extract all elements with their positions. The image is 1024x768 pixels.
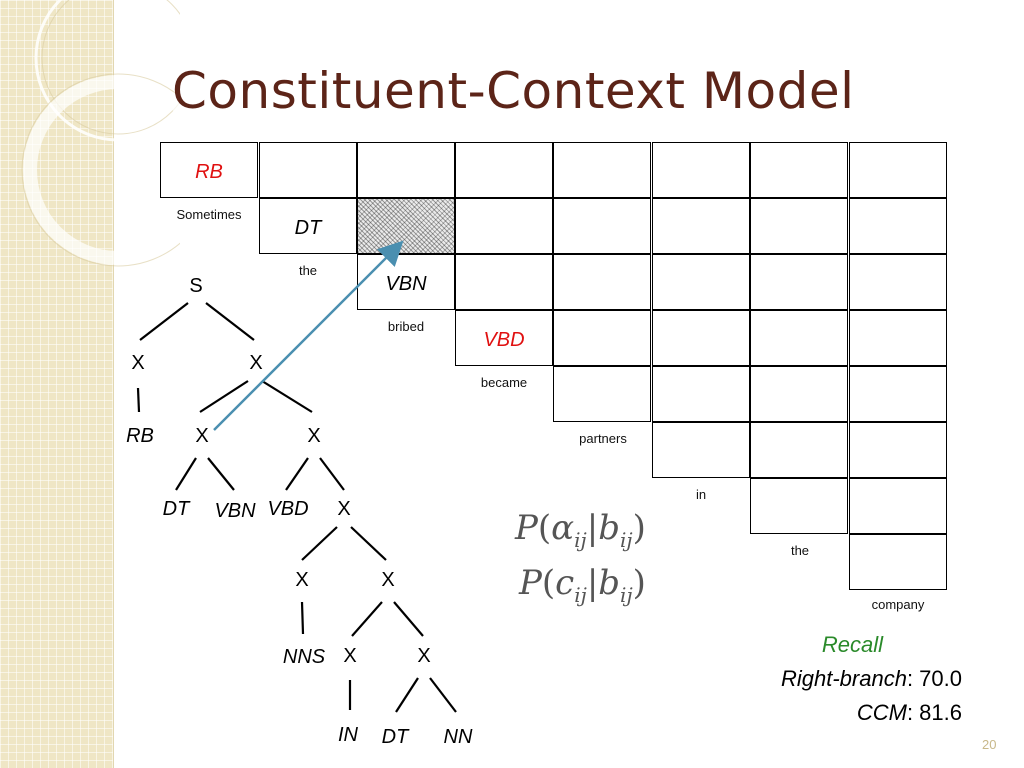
tree-node-x: X <box>249 352 263 374</box>
formula-p-alpha: P(αij|bij) <box>515 508 646 552</box>
chart-cell <box>849 254 947 310</box>
word-label: bribed <box>387 319 425 334</box>
word-label: the <box>790 543 810 558</box>
diagonal-tag-vbn: VBN <box>385 273 427 295</box>
chart-cell <box>750 422 848 478</box>
chart-cell <box>750 366 848 422</box>
chart-cell <box>652 422 750 478</box>
chart-cell <box>455 142 553 198</box>
chart-cell <box>553 310 651 366</box>
word-label: the <box>298 263 318 278</box>
chart-cell <box>455 254 553 310</box>
formula-p-context: P(cij|bij) <box>519 563 646 607</box>
chart-cell <box>357 254 455 310</box>
ccm-result: CCM: 81.6 <box>781 696 962 730</box>
ccm-value: : 81.6 <box>906 700 962 725</box>
chart-cell <box>849 422 947 478</box>
tree-node-x: X <box>381 569 395 591</box>
word-label: partners <box>579 431 627 446</box>
tree-node-x: X <box>131 352 145 374</box>
tree-node-x: X <box>337 498 351 520</box>
recall-results: Recall Right-branch: 70.0 CCM: 81.6 <box>781 628 962 730</box>
right-branch-value: : 70.0 <box>906 666 962 691</box>
tree-leaf-vbd: VBD <box>267 498 309 520</box>
right-branch-result: Right-branch: 70.0 <box>781 662 962 696</box>
chart-cell <box>750 254 848 310</box>
highlighted-chart-cell <box>357 198 455 254</box>
chart-cell <box>750 310 848 366</box>
tree-leaf-vbn: VBN <box>214 500 256 522</box>
chart-cell <box>652 366 750 422</box>
chart-cell <box>750 142 848 198</box>
recall-title: Recall <box>821 632 884 657</box>
decorative-circles <box>21 0 180 267</box>
decorative-sidebar <box>0 0 114 768</box>
chart-cell <box>849 310 947 366</box>
chart-cell <box>849 198 947 254</box>
tree-leaf-in: IN <box>338 724 358 746</box>
pointer-arrow <box>213 240 404 431</box>
chart-cell <box>160 142 258 198</box>
chart-cell <box>553 366 651 422</box>
chart-cell <box>849 478 947 534</box>
tree-node-x: X <box>195 425 209 447</box>
ccm-label: CCM <box>856 700 907 725</box>
chart-cell <box>652 142 750 198</box>
tree-leaf-dt: DT <box>162 498 190 520</box>
diagonal-tag-vbd: VBD <box>483 329 525 351</box>
chart-cell <box>849 142 947 198</box>
chart-cell <box>849 534 947 590</box>
word-label: Sometimes <box>176 207 242 222</box>
tree-root-s: S <box>189 275 203 297</box>
word-label: in <box>695 487 707 502</box>
tree-node-x: X <box>417 645 431 667</box>
tree-leaf-dt: DT <box>381 726 409 748</box>
chart-cell <box>553 198 651 254</box>
chart-cell <box>750 198 848 254</box>
slide-title: Constituent-Context Model <box>172 62 855 120</box>
chart-cell <box>652 310 750 366</box>
chart-cell <box>849 366 947 422</box>
tree-leaf-nn: NN <box>443 726 473 748</box>
chart-cell <box>553 254 651 310</box>
chart-cell <box>259 198 357 254</box>
chart-cell <box>652 198 750 254</box>
chart-cell <box>357 142 455 198</box>
chart-cell <box>259 142 357 198</box>
right-branch-label: Right-branch <box>781 666 907 691</box>
chart-cell <box>455 310 553 366</box>
diagonal-tag-dt: DT <box>294 217 322 239</box>
tree-leaf-nns: NNS <box>282 646 326 668</box>
tree-node-x: X <box>307 425 321 447</box>
word-label: company <box>871 597 925 612</box>
chart-cell <box>750 478 848 534</box>
chart-cell <box>455 198 553 254</box>
tree-leaf-rb: RB <box>126 425 154 447</box>
chart-cell <box>553 142 651 198</box>
word-label: became <box>480 375 528 390</box>
page-number: 20 <box>982 737 997 752</box>
tree-node-x: X <box>343 645 357 667</box>
tree-node-x: X <box>295 569 309 591</box>
chart-cell <box>652 254 750 310</box>
diagonal-tag-rb: RB <box>195 161 223 183</box>
